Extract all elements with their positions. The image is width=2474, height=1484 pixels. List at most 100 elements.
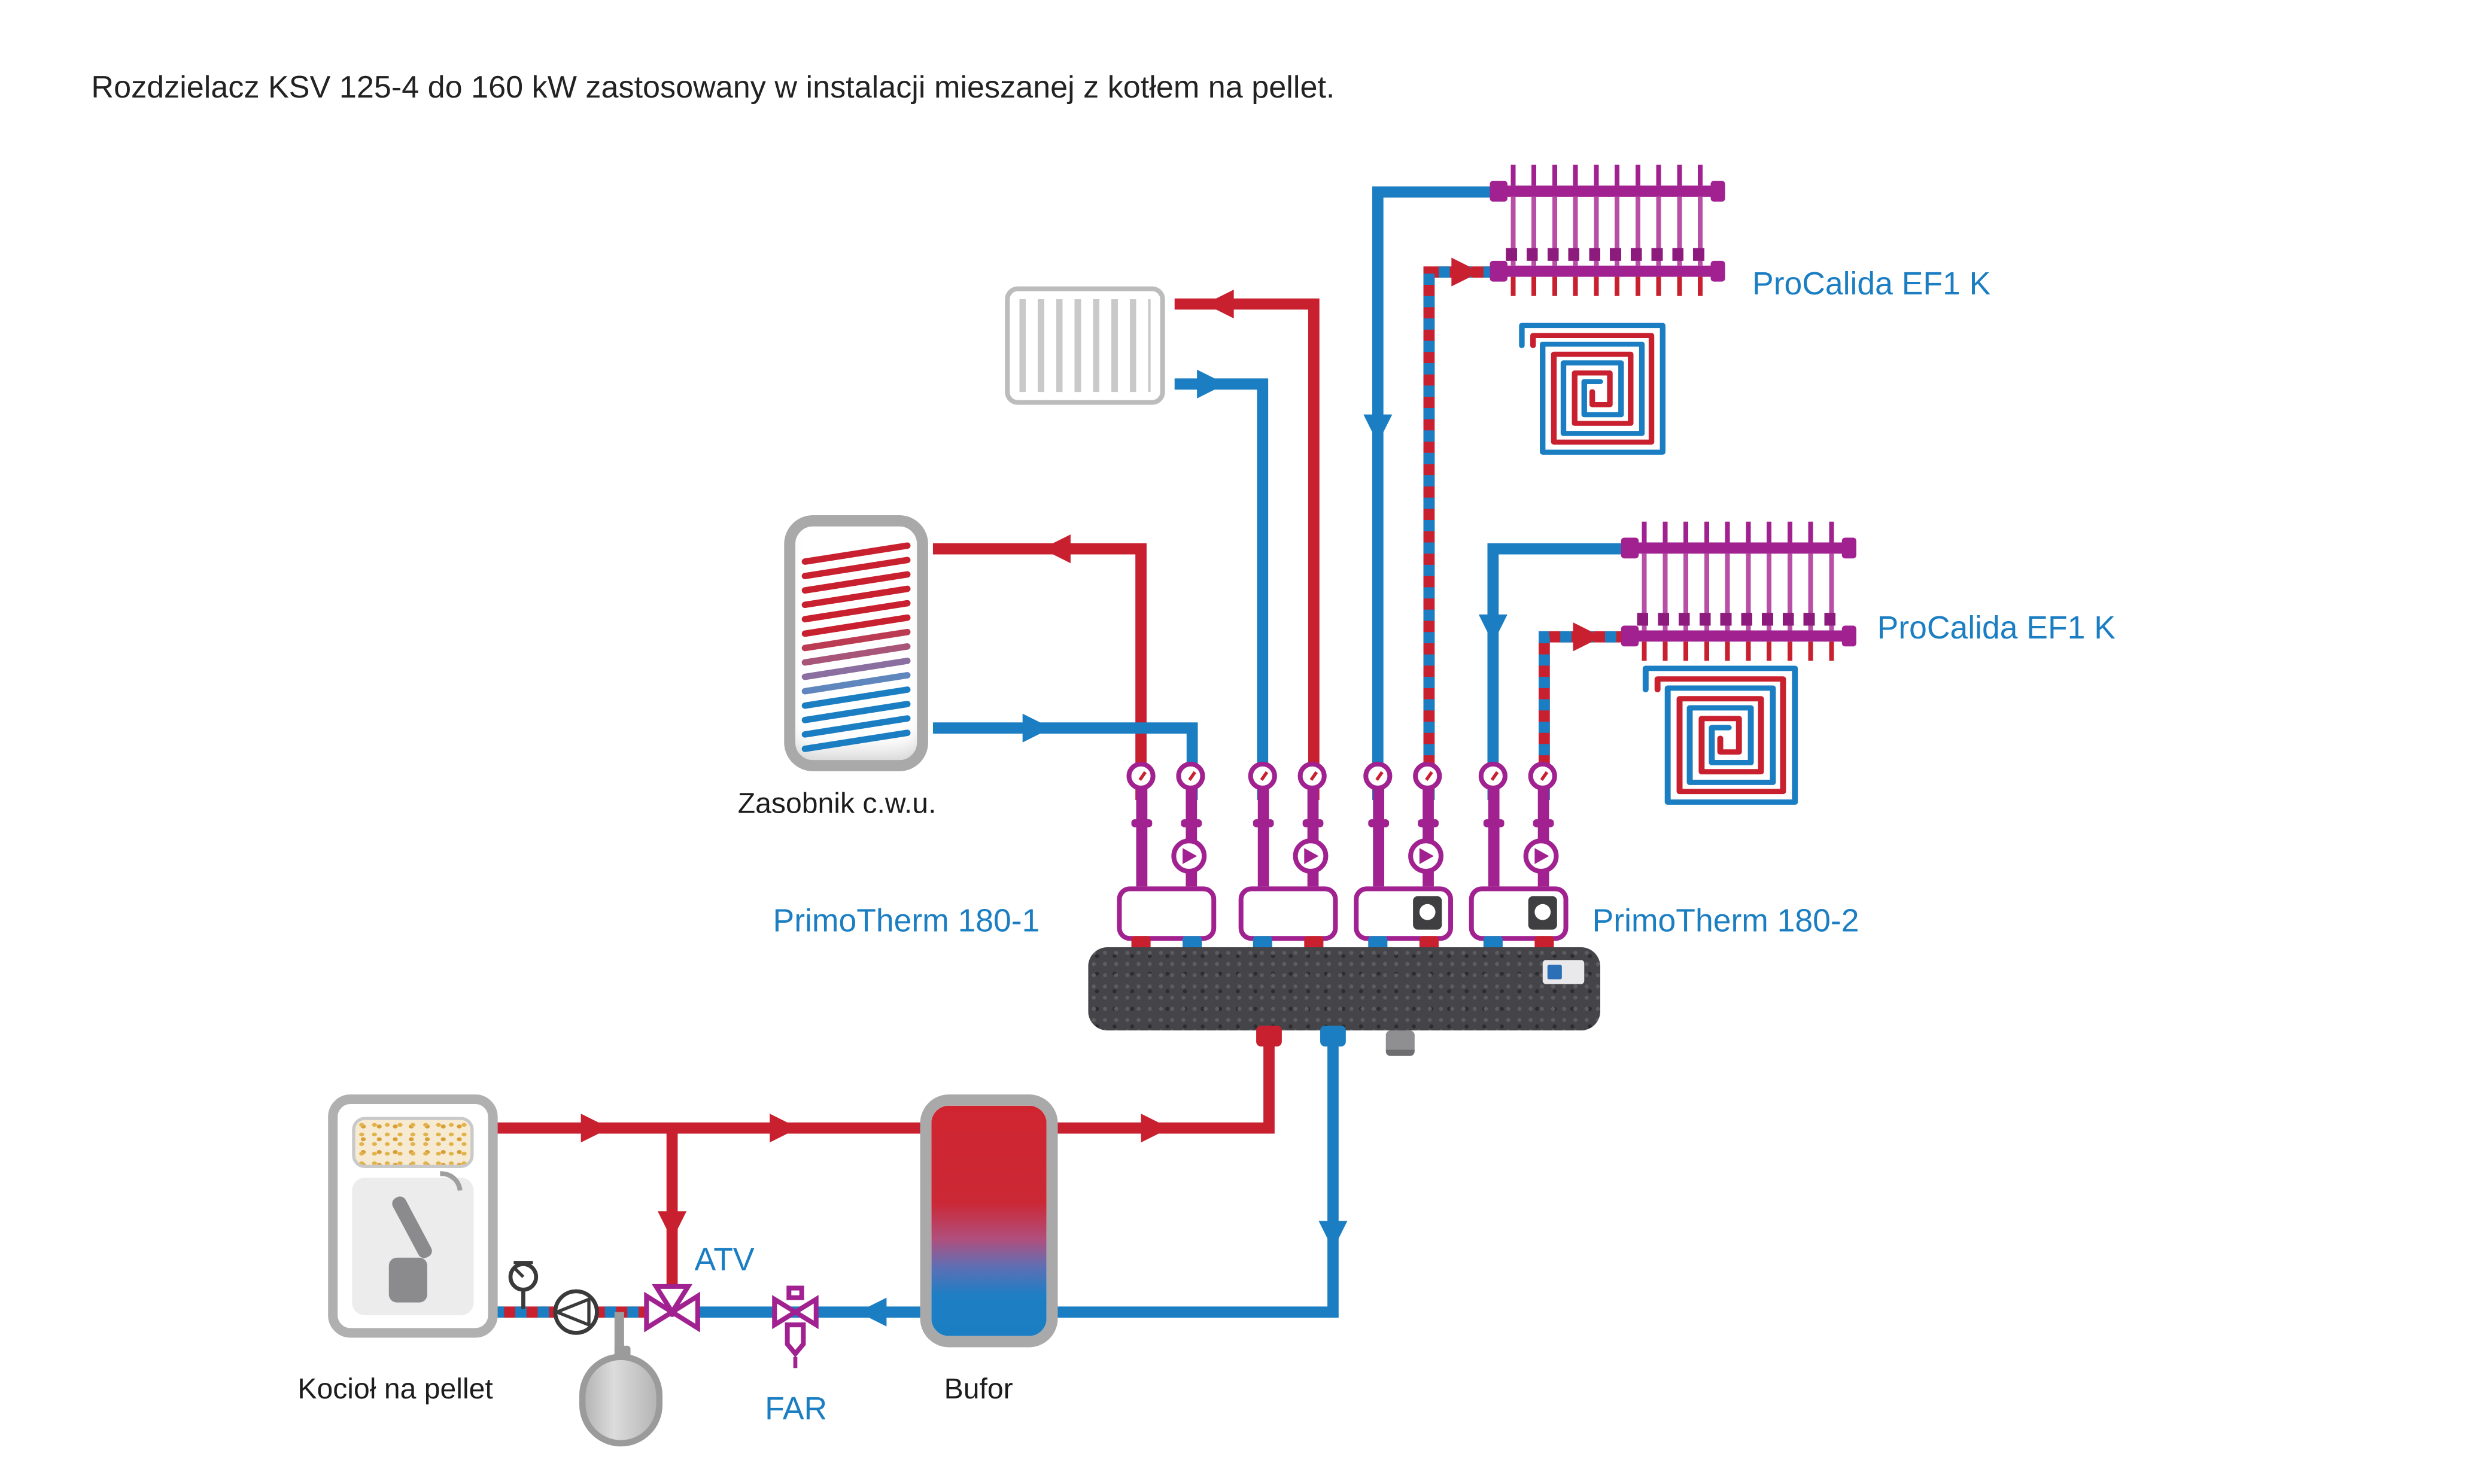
gauge-needle <box>1260 771 1269 781</box>
buffer-tank <box>920 1094 1058 1348</box>
supply-flow-arrows <box>580 257 1602 1240</box>
label-primotherm-1: PrimoTherm 180-1 <box>773 904 1040 939</box>
inlet-fitting <box>1621 625 1639 647</box>
label-dhw-tank: Zasobnik c.w.u. <box>737 787 937 820</box>
gauge-needle <box>1540 771 1549 781</box>
gauge-needle <box>1425 771 1433 781</box>
distribution-manifold-ksv <box>1088 947 1600 1031</box>
ball-valve-icon <box>1418 819 1439 828</box>
inlet-fitting <box>1490 260 1508 282</box>
mixed-pipes-base <box>493 266 1636 1318</box>
floor-manifold-2 <box>1621 518 1856 667</box>
manifold-bar-return <box>1497 186 1722 197</box>
pressure-gauge-icon <box>508 1261 539 1309</box>
ball-valve-icon <box>1181 819 1202 828</box>
thermometer-icon <box>1248 761 1277 790</box>
circulation-pump-icon <box>1408 838 1443 874</box>
beam-safety-stub <box>1385 1030 1415 1056</box>
pump-rotor <box>1419 848 1434 864</box>
thermometer-icon <box>1297 761 1327 790</box>
thermometer-icon <box>1126 761 1156 790</box>
floor-loop-1 <box>1512 317 1672 461</box>
circulation-pump-icon <box>1523 838 1559 874</box>
expansion-vessel <box>579 1345 663 1447</box>
floor-manifold-1 <box>1490 162 1725 302</box>
boiler-burner <box>388 1257 427 1303</box>
end-cap-icon <box>1841 625 1856 647</box>
circulation-pump-icon <box>1293 838 1329 874</box>
label-boiler: Kocioł na pellet <box>297 1373 493 1405</box>
label-atv: ATV <box>694 1243 755 1279</box>
label-procalida-2: ProCalida EF1 K <box>1877 611 2116 647</box>
loop-stems <box>1510 276 1703 296</box>
ball-valve-icon <box>1302 819 1324 828</box>
manifold-bar-supply <box>1629 630 1853 642</box>
buffer-gradient <box>931 1105 1047 1336</box>
gauge-needle <box>1309 771 1318 781</box>
beam-return-flange <box>1320 1026 1346 1047</box>
ball-valve-icon <box>1131 819 1153 828</box>
manifold-bar-supply <box>1497 265 1722 277</box>
radiator-fins <box>1019 299 1151 393</box>
pump-group-pipe <box>1488 787 1500 887</box>
mixing-actuator-dot <box>1419 904 1436 920</box>
mixed-pipes-stripes <box>493 266 1636 1318</box>
pump-rotor <box>1534 848 1549 864</box>
manifold-plate-logo <box>1547 965 1562 980</box>
pellet-boiler <box>328 1094 498 1338</box>
thermometer-icon <box>1528 761 1557 790</box>
valve-heads <box>1637 613 1839 626</box>
pellet-hopper <box>352 1117 474 1169</box>
thermometer-icon <box>1176 761 1205 790</box>
pump-rotor <box>1183 848 1198 864</box>
end-cap-icon <box>1841 537 1856 559</box>
pump-insulation-box <box>1117 886 1217 941</box>
floor-loop-2 <box>1636 659 1805 811</box>
pump-icon <box>552 1289 599 1335</box>
gauge-needle <box>1490 771 1499 781</box>
circulation-pump-icon <box>1171 838 1207 874</box>
gauge-needle <box>1188 771 1196 781</box>
mixing-actuator-dot <box>1534 904 1551 920</box>
label-primotherm-2: PrimoTherm 180-2 <box>1592 904 1859 939</box>
thermometer-icon <box>1363 761 1393 790</box>
pump-group-1 <box>1116 761 1218 944</box>
ball-valve-icon <box>1368 819 1390 828</box>
floor-loop-spiral <box>1519 323 1665 455</box>
radiator <box>1005 286 1165 405</box>
pump-group-pipe <box>1136 787 1148 887</box>
end-cap-icon <box>1710 181 1725 202</box>
pump-group-4 <box>1467 761 1570 944</box>
label-buffer: Bufor <box>944 1373 1013 1405</box>
mixing-valve-icon <box>644 1284 700 1333</box>
flow-meters <box>1510 165 1703 186</box>
gauge-needle <box>1375 771 1384 781</box>
inlet-fitting <box>1490 181 1508 202</box>
expansion-vessel-nub <box>614 1345 631 1359</box>
pump-group-pipe <box>1373 787 1385 887</box>
manifold-label-plate <box>1542 960 1585 984</box>
label-procalida-1: ProCalida EF1 K <box>1752 267 1991 303</box>
ball-valve-icon <box>1483 819 1505 828</box>
page-title: Rozdzielacz KSV 125-4 do 160 kW zastosow… <box>91 70 1335 106</box>
beam-supply-flange <box>1256 1026 1282 1047</box>
inlet-fitting <box>1621 537 1639 559</box>
pump-group-2 <box>1237 761 1339 944</box>
loop-stems <box>1642 641 1834 661</box>
thermometer-icon <box>1413 761 1442 790</box>
manifold-bar-return <box>1629 542 1853 554</box>
flow-meters <box>1642 521 1834 543</box>
return-flow-arrows <box>858 369 1508 1327</box>
dhw-tank <box>784 515 928 771</box>
valve-heads <box>1506 248 1708 261</box>
pump-rotor <box>1304 848 1319 864</box>
ball-valve-icon <box>1533 819 1554 828</box>
label-far: FAR <box>765 1392 828 1428</box>
end-cap-icon <box>1710 260 1725 282</box>
pump-group-pipe <box>1257 787 1269 887</box>
floor-loop-spiral <box>1642 665 1798 805</box>
pump-group-3 <box>1353 761 1455 944</box>
